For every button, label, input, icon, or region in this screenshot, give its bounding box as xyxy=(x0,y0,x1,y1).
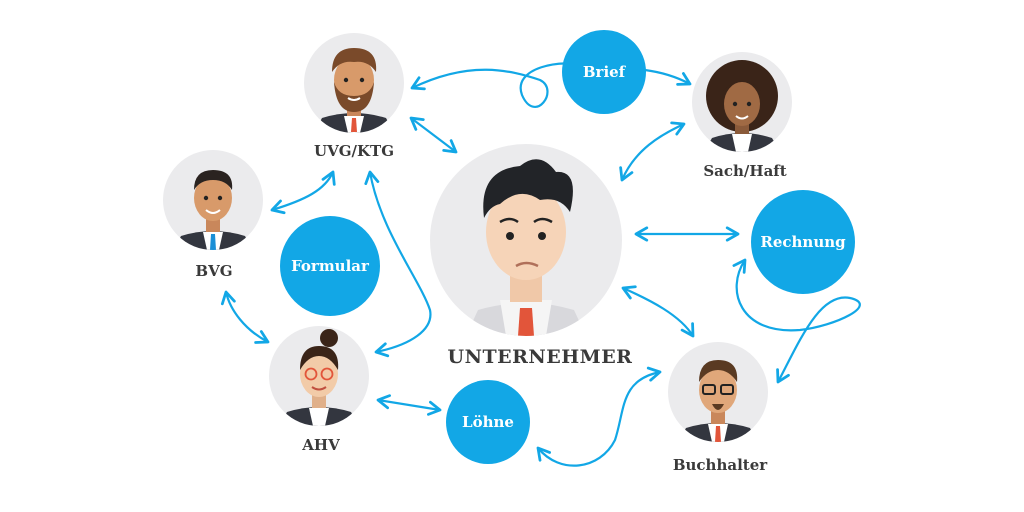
bubble-loehne-label: Löhne xyxy=(462,413,514,431)
arrow-uvgktg-ahv xyxy=(364,170,432,358)
bubble-rechnung xyxy=(751,190,855,294)
bubble-brief-label: Brief xyxy=(582,63,626,81)
arrow-brief-sachhaft xyxy=(643,68,692,86)
connections xyxy=(220,62,861,467)
arrow-loehne-buchhalter xyxy=(536,366,662,467)
arrow-bvg-ahv xyxy=(220,290,270,344)
bubble-rechnung-label: Rechnung xyxy=(760,233,846,251)
bubble-loehne xyxy=(446,380,530,464)
avatar-bvg xyxy=(163,150,263,250)
label-sachhaft: Sach/Haft xyxy=(703,162,787,180)
bubble-formular xyxy=(280,216,380,316)
avatar-uvgktg xyxy=(304,33,404,133)
arrow-uvgktg-unternehmer xyxy=(409,116,458,154)
arrow-unternehmer-buchhalter xyxy=(621,285,695,338)
arrow-uvgktg-brief xyxy=(410,62,592,108)
bubble-formular-label: Formular xyxy=(291,257,369,275)
arrow-sachhaft-unternehmer xyxy=(619,121,686,182)
label-ahv: AHV xyxy=(302,436,340,454)
arrow-bvg-uvgktg xyxy=(270,170,336,215)
label-buchhalter: Buchhalter xyxy=(672,456,768,474)
avatar-buchhalter xyxy=(668,342,768,442)
label-bvg: BVG xyxy=(195,262,233,280)
arrow-ahv-loehne xyxy=(376,394,442,416)
arrow-rechnung-buchhalter xyxy=(732,258,861,384)
avatar-sachhaft xyxy=(692,52,792,152)
bubble-brief xyxy=(562,30,646,114)
label-unternehmer: UNTERNEHMER xyxy=(447,346,633,368)
avatar-unternehmer xyxy=(430,144,622,336)
label-uvgktg: UVG/KTG xyxy=(313,142,395,160)
avatar-ahv xyxy=(269,326,369,426)
